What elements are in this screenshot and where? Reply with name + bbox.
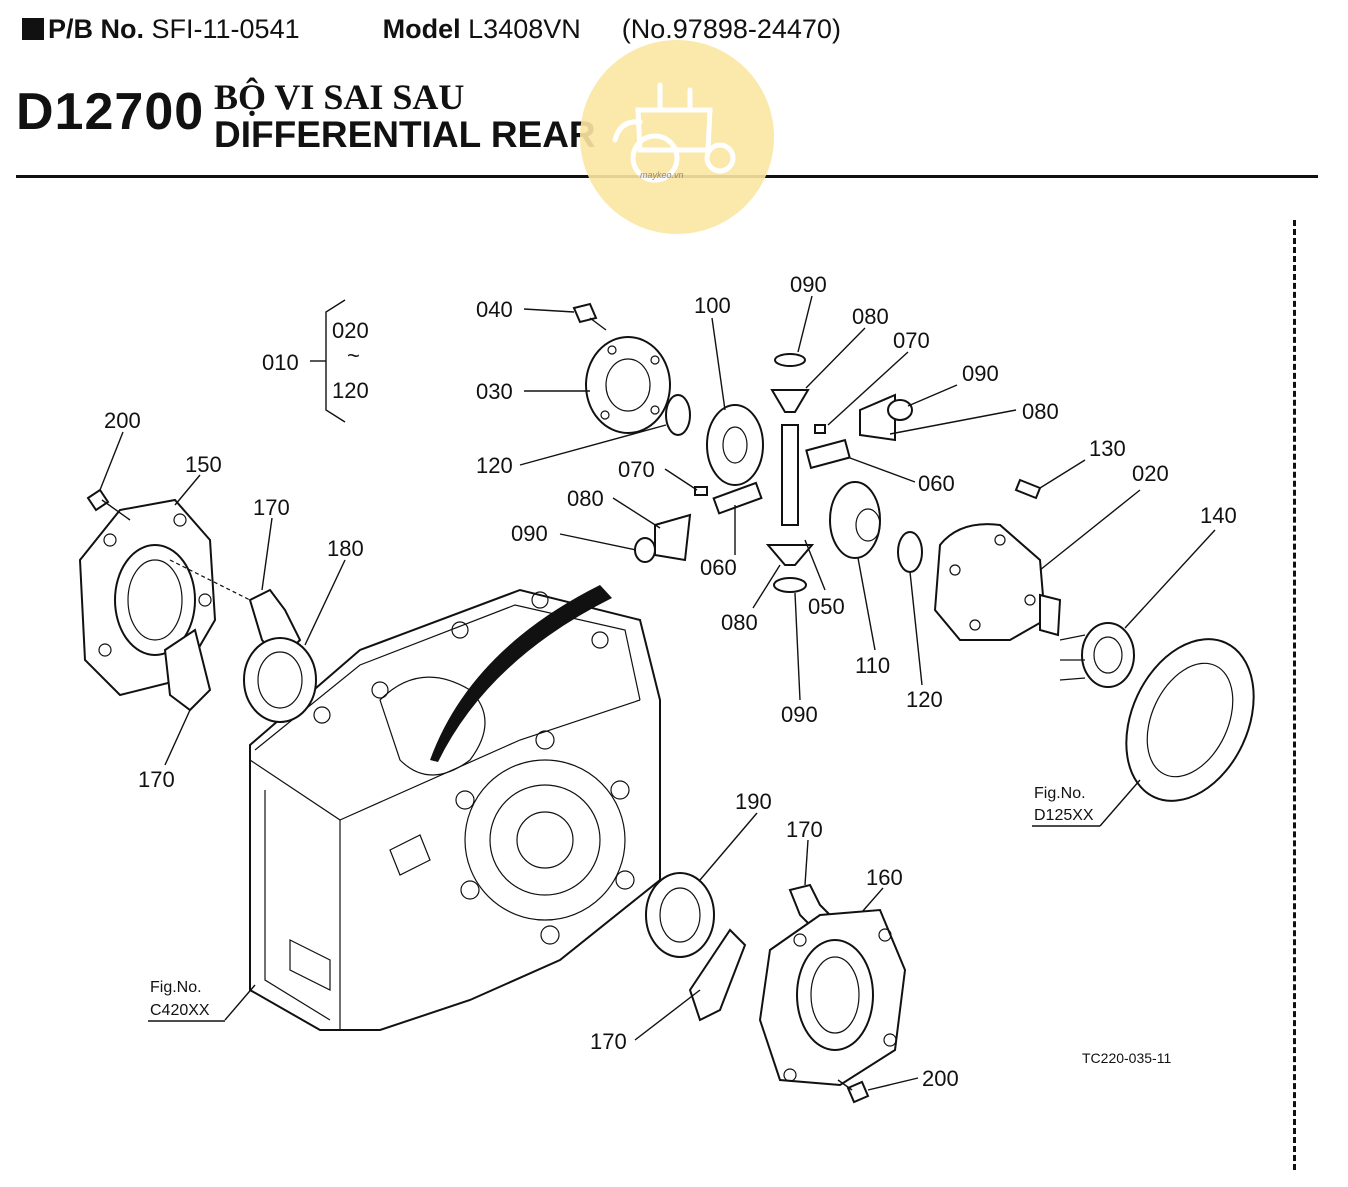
callout-060-right: 060 xyxy=(918,471,955,496)
callout-140: 140 xyxy=(1200,503,1237,528)
assembly-last-label: 120 xyxy=(332,378,369,403)
washer-120-right xyxy=(897,531,923,573)
bolt-200-left xyxy=(86,488,131,521)
diff-case-020 xyxy=(933,523,1062,641)
callout-190: 190 xyxy=(735,789,772,814)
callout-080-right: 080 xyxy=(1022,399,1059,424)
fig-ref-c420-code: C420XX xyxy=(150,1002,210,1019)
fig-ref-d125-label: Fig.No. xyxy=(1034,785,1086,802)
callout-160: 160 xyxy=(866,865,903,890)
callout-080-top: 080 xyxy=(852,304,889,329)
callout-170-lower-left: 170 xyxy=(138,767,175,792)
ring-gear xyxy=(1125,638,1255,802)
assembly-first-label: 020 xyxy=(332,318,369,343)
pin-060-left xyxy=(712,481,763,515)
callout-070-left: 070 xyxy=(618,457,655,482)
callout-090-right: 090 xyxy=(962,361,999,386)
callout-040: 040 xyxy=(476,297,513,322)
shaft-050 xyxy=(781,424,799,526)
fig-ref-d125-code: D125XX xyxy=(1034,807,1094,824)
diff-cover-030 xyxy=(585,336,671,434)
model-label: Model xyxy=(382,14,461,44)
square-bullet-icon xyxy=(22,18,44,40)
callout-130: 130 xyxy=(1089,436,1126,461)
washer-090-bottom xyxy=(773,577,807,593)
callout-120-right: 120 xyxy=(906,687,943,712)
callout-080-left: 080 xyxy=(567,486,604,511)
title-english: DIFFERENTIAL REAR xyxy=(214,114,596,155)
header-line: P/B No. SFI-11-0541 Model L3408VN (No.97… xyxy=(22,14,841,45)
title-vietnamese: BỘ VI SAI SAU xyxy=(214,77,465,117)
callout-180: 180 xyxy=(327,536,364,561)
callout-labels: 040 030 120 100 090 080 070 090 080 060 … xyxy=(104,272,1237,1091)
serial-range: (No.97898-24470) xyxy=(621,14,841,44)
callout-080-bottom: 080 xyxy=(721,610,758,635)
pb-label: P/B No. xyxy=(48,14,145,44)
callout-050: 050 xyxy=(808,594,845,619)
key-070-left xyxy=(694,486,708,496)
callout-120-left: 120 xyxy=(476,453,513,478)
callout-170-lower-right: 170 xyxy=(590,1029,627,1054)
callout-100: 100 xyxy=(694,293,731,318)
callout-030: 030 xyxy=(476,379,513,404)
fig-ref-d125: Fig.No. D125XX xyxy=(1032,785,1100,827)
callout-020: 020 xyxy=(1132,461,1169,486)
bolt-200-right xyxy=(837,1079,870,1104)
callout-200-right: 200 xyxy=(922,1066,959,1091)
bearing-190 xyxy=(645,872,715,958)
bearing-180 xyxy=(243,637,317,723)
tractor-icon xyxy=(612,82,736,183)
washer-090-right xyxy=(887,399,913,421)
watermark-logo xyxy=(580,40,774,234)
pb-value: SFI-11-0541 xyxy=(151,14,300,44)
bearing-140 xyxy=(1059,622,1135,688)
callout-070-top: 070 xyxy=(893,328,930,353)
page-cut-line xyxy=(1293,220,1296,1170)
insertion-arrow-icon xyxy=(430,585,612,762)
drawing-id: TC220-035-11 xyxy=(1082,1050,1171,1066)
transmission-case xyxy=(249,588,661,1031)
watermark-text: maykeo.vn xyxy=(640,170,684,180)
callout-090-left: 090 xyxy=(511,521,548,546)
pinion-080-right xyxy=(859,393,896,442)
bolt-040 xyxy=(572,302,598,324)
callout-090-top: 090 xyxy=(790,272,827,297)
pinion-080-bottom xyxy=(765,544,815,566)
key-070-right xyxy=(814,424,826,434)
callout-060-left: 060 xyxy=(700,555,737,580)
callout-090-bottom: 090 xyxy=(781,702,818,727)
leader-lines xyxy=(99,295,1216,1091)
fig-ref-c420: Fig.No. C420XX xyxy=(148,979,225,1022)
assembly-parent-label: 010 xyxy=(262,350,299,375)
washer-090-left xyxy=(634,537,656,563)
side-gear-110 xyxy=(829,481,881,559)
bearing-housing-160 xyxy=(758,908,907,1087)
model-value: L3408VN xyxy=(468,14,581,44)
pinion-080-top xyxy=(770,389,810,413)
callout-150: 150 xyxy=(185,452,222,477)
callout-170-upper-right: 170 xyxy=(786,817,823,842)
screw-130 xyxy=(1014,478,1042,500)
callout-110: 110 xyxy=(855,653,890,678)
pinion-080-left xyxy=(654,513,692,562)
fig-ref-c420-label: Fig.No. xyxy=(150,979,202,996)
section-code: D12700 xyxy=(16,83,205,141)
side-gear-100 xyxy=(706,404,764,486)
assembly-tilde: ~ xyxy=(347,343,360,368)
callout-170-upper-left: 170 xyxy=(253,495,290,520)
washer-120-left xyxy=(665,394,691,436)
pin-060-right xyxy=(805,438,851,470)
washer-090-top xyxy=(774,353,806,367)
shim-170-lower-right xyxy=(688,928,747,1022)
shim-170-lower-left xyxy=(163,628,212,712)
callout-200-left: 200 xyxy=(104,408,141,433)
assembly-bracket xyxy=(310,299,346,423)
